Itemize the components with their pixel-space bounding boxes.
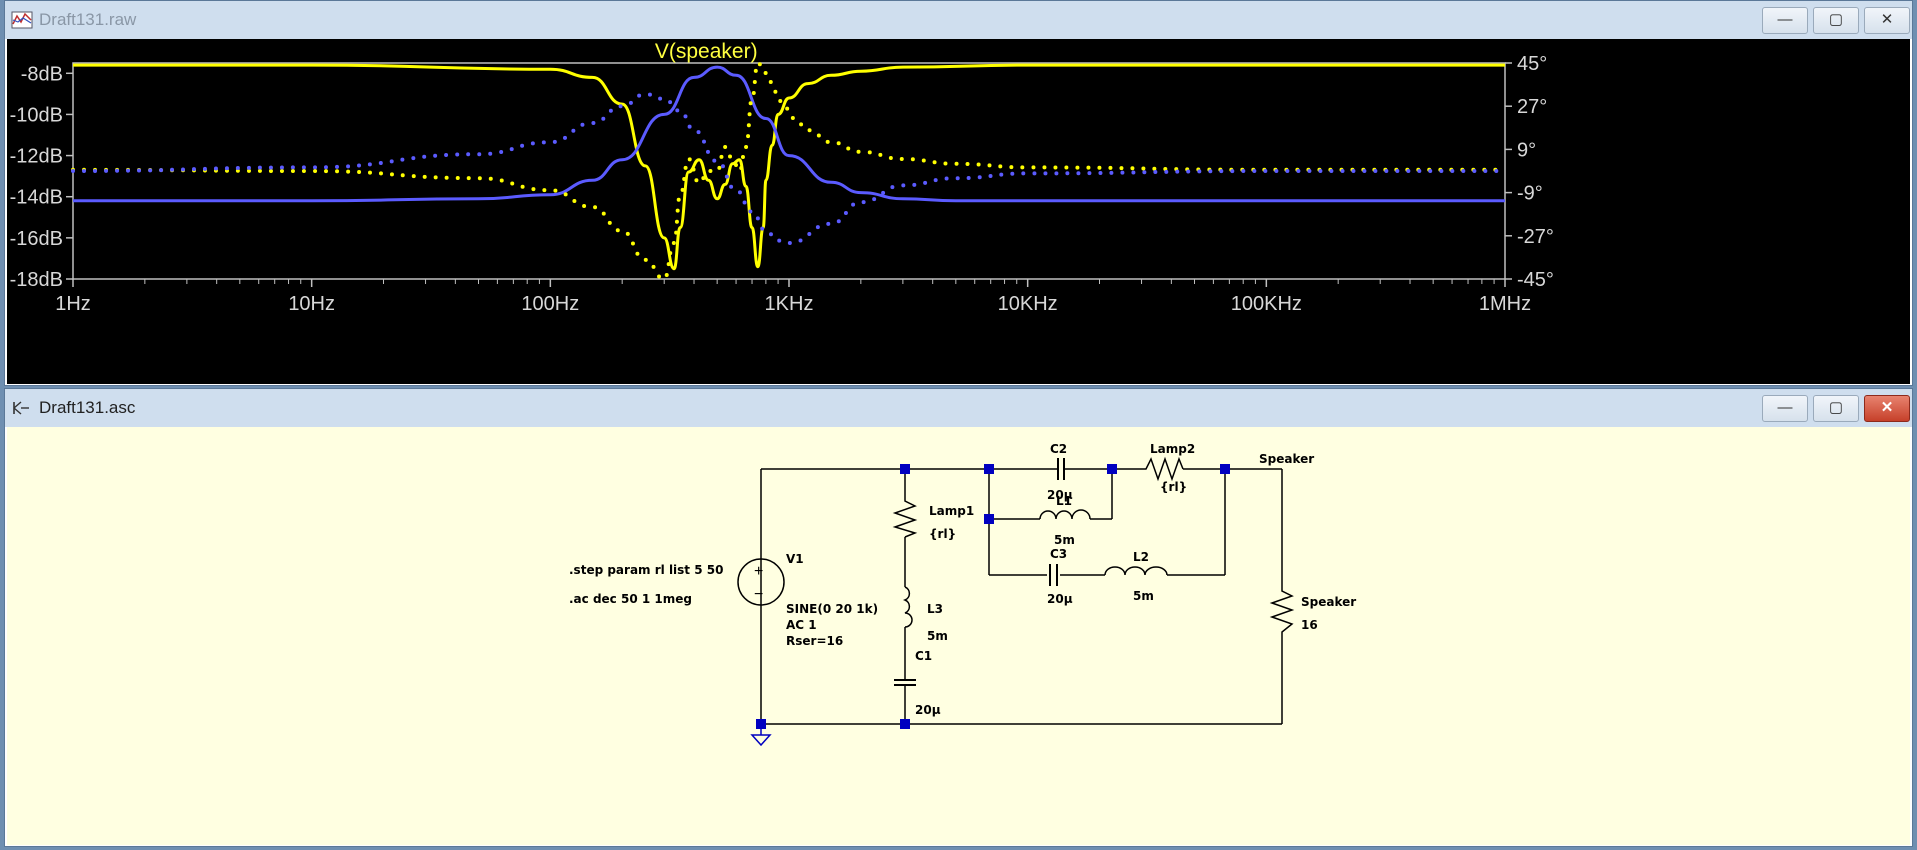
y-left-tick-label: -14dB	[10, 187, 63, 209]
yellow-solid-trace	[73, 63, 1505, 271]
y-right-tick-label: 27°	[1517, 96, 1547, 118]
l1-value: 5m	[1054, 533, 1075, 547]
lamp2-value: {rl}	[1160, 480, 1187, 494]
c3-value: 20µ	[1047, 592, 1073, 606]
waveform-app-icon	[11, 11, 33, 29]
schematic-titlebar[interactable]: Draft131.asc — ▢ ✕	[5, 389, 1912, 427]
y-right-tick-label: -9°	[1517, 183, 1543, 205]
l1-name: L1	[1056, 494, 1072, 508]
speaker-resistor[interactable]	[1269, 587, 1295, 637]
node-square[interactable]	[984, 514, 994, 524]
x-tick-label: 1Hz	[55, 293, 91, 315]
node-square[interactable]	[900, 464, 910, 474]
minus-sign: −	[754, 586, 763, 603]
l1-inductor[interactable]	[1039, 509, 1091, 520]
voltage-source-v1[interactable]: + −	[737, 558, 785, 606]
waveform-titlebar[interactable]: Draft131.raw — ▢ ✕	[5, 1, 1912, 39]
c2-value: 20µ	[1047, 488, 1073, 502]
schematic-canvas[interactable]: + − V1 SINE(0 20 1k) AC 1 Rser=16 Lamp1 …	[7, 427, 1910, 845]
x-tick-label: 100KHz	[1231, 293, 1302, 315]
junction-nodes	[756, 464, 1230, 729]
trace-title: V(speaker)	[655, 40, 758, 63]
speaker-name: Speaker	[1301, 595, 1356, 609]
node-square[interactable]	[756, 719, 766, 729]
l2-name: L2	[1133, 550, 1149, 564]
c3-capacitor[interactable]	[1049, 564, 1058, 586]
lamp2-resistor[interactable]	[1112, 456, 1184, 482]
maximize-button[interactable]: ▢	[1813, 395, 1859, 422]
x-tick-label: 100Hz	[521, 293, 579, 315]
waveform-window-title: Draft131.raw	[39, 10, 137, 29]
speaker-value: 16	[1301, 618, 1318, 632]
l2-inductor[interactable]	[1104, 566, 1168, 576]
wires	[760, 468, 1283, 725]
c2-capacitor[interactable]	[1053, 458, 1112, 480]
x-tick-label: 10Hz	[288, 293, 335, 315]
close-button[interactable]: ✕	[1864, 7, 1910, 34]
node-square[interactable]	[900, 719, 910, 729]
lamp1-resistor[interactable]	[892, 497, 918, 538]
c1-value: 20µ	[915, 703, 941, 717]
l3-value: 5m	[927, 629, 948, 643]
blue-solid-trace	[72, 65, 1505, 203]
l3-name: L3	[927, 602, 943, 616]
blue-dotted-trace	[71, 92, 1507, 245]
node-square[interactable]	[1220, 464, 1230, 474]
y-left-tick-label: -18dB	[10, 269, 63, 291]
x-tick-label: 1KHz	[765, 293, 814, 315]
schematic-app-icon	[13, 401, 29, 415]
y-left-tick-label: -12dB	[10, 146, 63, 168]
schematic-drawing[interactable]: + − V1 SINE(0 20 1k) AC 1 Rser=16 Lamp1 …	[7, 427, 1910, 845]
lamp1-name: Lamp1	[929, 504, 974, 518]
node-square[interactable]	[1107, 464, 1117, 474]
minimize-button[interactable]: —	[1762, 7, 1808, 34]
minimize-button[interactable]: —	[1762, 395, 1808, 422]
y-right-tick-label: 9°	[1517, 139, 1536, 161]
x-tick-label: 10KHz	[998, 293, 1058, 315]
v1-rser: Rser=16	[786, 634, 843, 648]
schematic-window-title: Draft131.asc	[39, 398, 136, 417]
y-right-tick-label: -27°	[1517, 226, 1554, 248]
plot-labels: 1Hz 10Hz 100Hz 1KHz 10KHz 100KHz 1MHz -8dB -10dB…	[10, 40, 1554, 315]
plus-sign: +	[754, 563, 763, 580]
step-directive[interactable]: .step param rl list 5 50	[569, 563, 723, 577]
y-left-tick-label: -16dB	[10, 228, 63, 250]
v1-name: V1	[786, 552, 804, 566]
l2-value: 5m	[1133, 589, 1154, 603]
node-square[interactable]	[984, 464, 994, 474]
y-right-tick-label: 45°	[1517, 53, 1547, 75]
l3-inductor[interactable]	[902, 586, 913, 628]
close-button[interactable]: ✕	[1864, 395, 1910, 422]
maximize-button[interactable]: ▢	[1813, 7, 1859, 34]
plot-traces	[71, 61, 1507, 281]
bode-plot[interactable]: 1Hz 10Hz 100Hz 1KHz 10KHz 100KHz 1MHz -8dB -10dB…	[7, 39, 1910, 384]
y-left-tick-label: -8dB	[21, 63, 63, 85]
y-left-tick-label: -10dB	[10, 104, 63, 126]
c1-name: C1	[915, 649, 932, 663]
plot-pane[interactable]: 1Hz 10Hz 100Hz 1KHz 10KHz 100KHz 1MHz -8dB -10dB…	[7, 39, 1910, 384]
ground-icon[interactable]	[750, 727, 772, 747]
x-tick-label: 1MHz	[1479, 293, 1531, 315]
c2-name: C2	[1050, 442, 1067, 456]
c1-capacitor[interactable]	[894, 679, 916, 694]
v1-sine: SINE(0 20 1k)	[786, 602, 878, 616]
ac-directive[interactable]: .ac dec 50 1 1meg	[569, 592, 692, 606]
c3-name: C3	[1050, 547, 1067, 561]
y-right-tick-label: -45°	[1517, 269, 1554, 291]
lamp1-value: {rl}	[929, 527, 956, 541]
waveform-window: Draft131.raw — ▢ ✕ 1Hz 10Hz 100Hz 1KHz 10KHz…	[4, 0, 1913, 386]
schematic-window: Draft131.asc — ▢ ✕	[4, 388, 1913, 847]
v1-ac: AC 1	[786, 618, 817, 632]
lamp2-name: Lamp2	[1150, 442, 1195, 456]
net-label-speaker[interactable]: Speaker	[1259, 452, 1314, 466]
